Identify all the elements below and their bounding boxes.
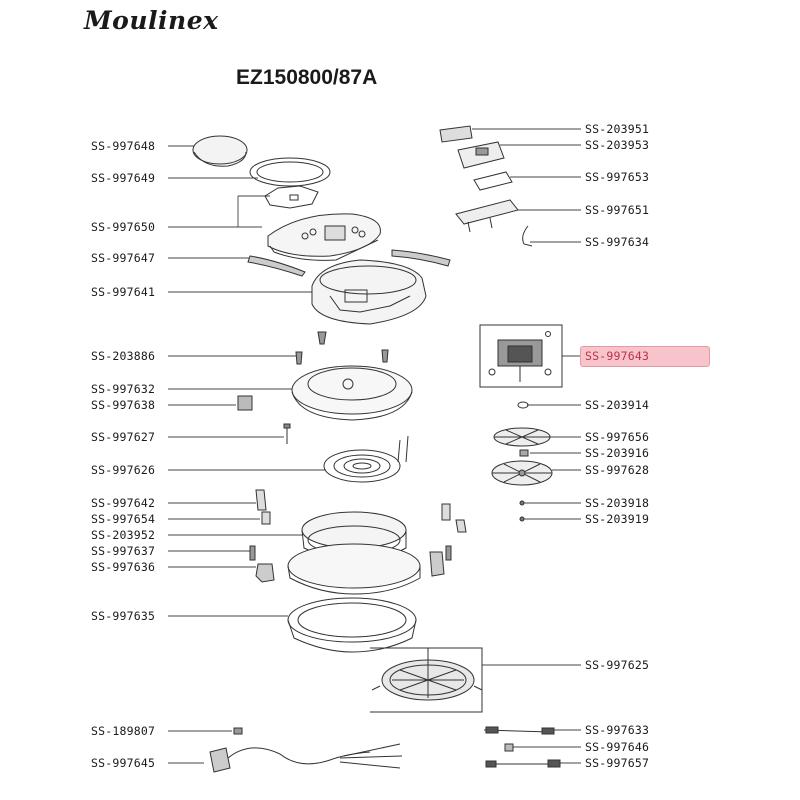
part-label-ss-997628[interactable]: SS-997628 [585,463,650,477]
right-leader-lines [472,128,581,764]
part-label-ss-203918[interactable]: SS-203918 [585,496,650,510]
brand-logo: Moulinex [84,6,219,35]
part-label-ss-997642[interactable]: SS-997642 [91,496,156,510]
part-label-ss-997633[interactable]: SS-997633 [585,723,650,737]
part-label-ss-997637[interactable]: SS-997637 [91,544,156,558]
part-label-ss-997656[interactable]: SS-997656 [585,430,650,444]
lid-cap-part [192,135,248,167]
power-cord-part [209,727,403,773]
part-label-ss-203914[interactable]: SS-203914 [585,398,650,412]
motor-callout-box [479,324,563,388]
part-label-ss-997650[interactable]: SS-997650 [91,220,156,234]
side-grip-parts [247,249,451,277]
spring-part [249,545,452,561]
part-label-ss-997632[interactable]: SS-997632 [91,382,156,396]
part-label-ss-997651[interactable]: SS-997651 [585,203,650,217]
part-label-ss-997626[interactable]: SS-997626 [91,463,156,477]
part-label-ss-203951[interactable]: SS-203951 [585,122,650,136]
part-label-ss-997635[interactable]: SS-997635 [91,609,156,623]
part-label-ss-997645[interactable]: SS-997645 [91,756,156,770]
part-label-ss-203886[interactable]: SS-203886 [91,349,156,363]
screw-parts [295,331,389,365]
upper-fan-part [493,427,551,447]
part-label-ss-997638[interactable]: SS-997638 [91,398,156,412]
washer-part [517,401,529,409]
part-label-ss-203916[interactable]: SS-203916 [585,446,650,460]
part-label-ss-997657[interactable]: SS-997657 [585,756,650,770]
motor-part [488,331,552,382]
part-label-ss-997634[interactable]: SS-997634 [585,235,650,249]
part-label-ss-203919[interactable]: SS-203919 [585,512,650,526]
grill-basket-part [371,648,483,701]
display-cover-part [439,125,473,143]
part-label-ss-203952[interactable]: SS-203952 [91,528,156,542]
long-screw-part [283,423,291,444]
model-number-title: EZ150800/87A [236,66,378,89]
part-label-ss-997643[interactable]: SS-997643 [585,349,650,363]
sensor-part [522,225,533,247]
left-leader-lines [168,145,326,764]
hub-part [519,449,529,457]
part-label-ss-997653[interactable]: SS-997653 [585,170,650,184]
cable-parts-right [483,726,561,768]
highlighted-part-marker [580,346,710,367]
heat-shield-part [291,365,413,421]
part-label-ss-189807[interactable]: SS-189807 [91,724,156,738]
latch-parts [255,551,445,583]
grill-callout-bracket [370,647,483,713]
film-part [473,171,513,191]
clip-part [237,395,253,411]
heating-element-part [323,435,409,483]
lid-ring-part [249,157,331,187]
part-label-ss-997647[interactable]: SS-997647 [91,251,156,265]
bottom-frame-part [287,597,417,653]
control-board-part [457,141,505,169]
lower-fan-part [491,460,553,486]
part-label-ss-997648[interactable]: SS-997648 [91,139,156,153]
part-label-ss-997627[interactable]: SS-997627 [91,430,156,444]
power-board-part [455,199,519,233]
small-screws-part [519,500,525,522]
base-ring-part [287,543,421,595]
part-label-ss-997641[interactable]: SS-997641 [91,285,156,299]
part-label-ss-997646[interactable]: SS-997646 [585,740,650,754]
gasket-part [264,185,319,209]
part-label-ss-203953[interactable]: SS-203953 [585,138,650,152]
part-label-ss-997636[interactable]: SS-997636 [91,560,156,574]
bracket-parts-left [255,489,467,533]
upper-housing-part [311,259,427,325]
part-label-ss-997649[interactable]: SS-997649 [91,171,156,185]
part-label-ss-997654[interactable]: SS-997654 [91,512,156,526]
part-label-ss-997625[interactable]: SS-997625 [585,658,650,672]
control-top-part [267,213,381,261]
